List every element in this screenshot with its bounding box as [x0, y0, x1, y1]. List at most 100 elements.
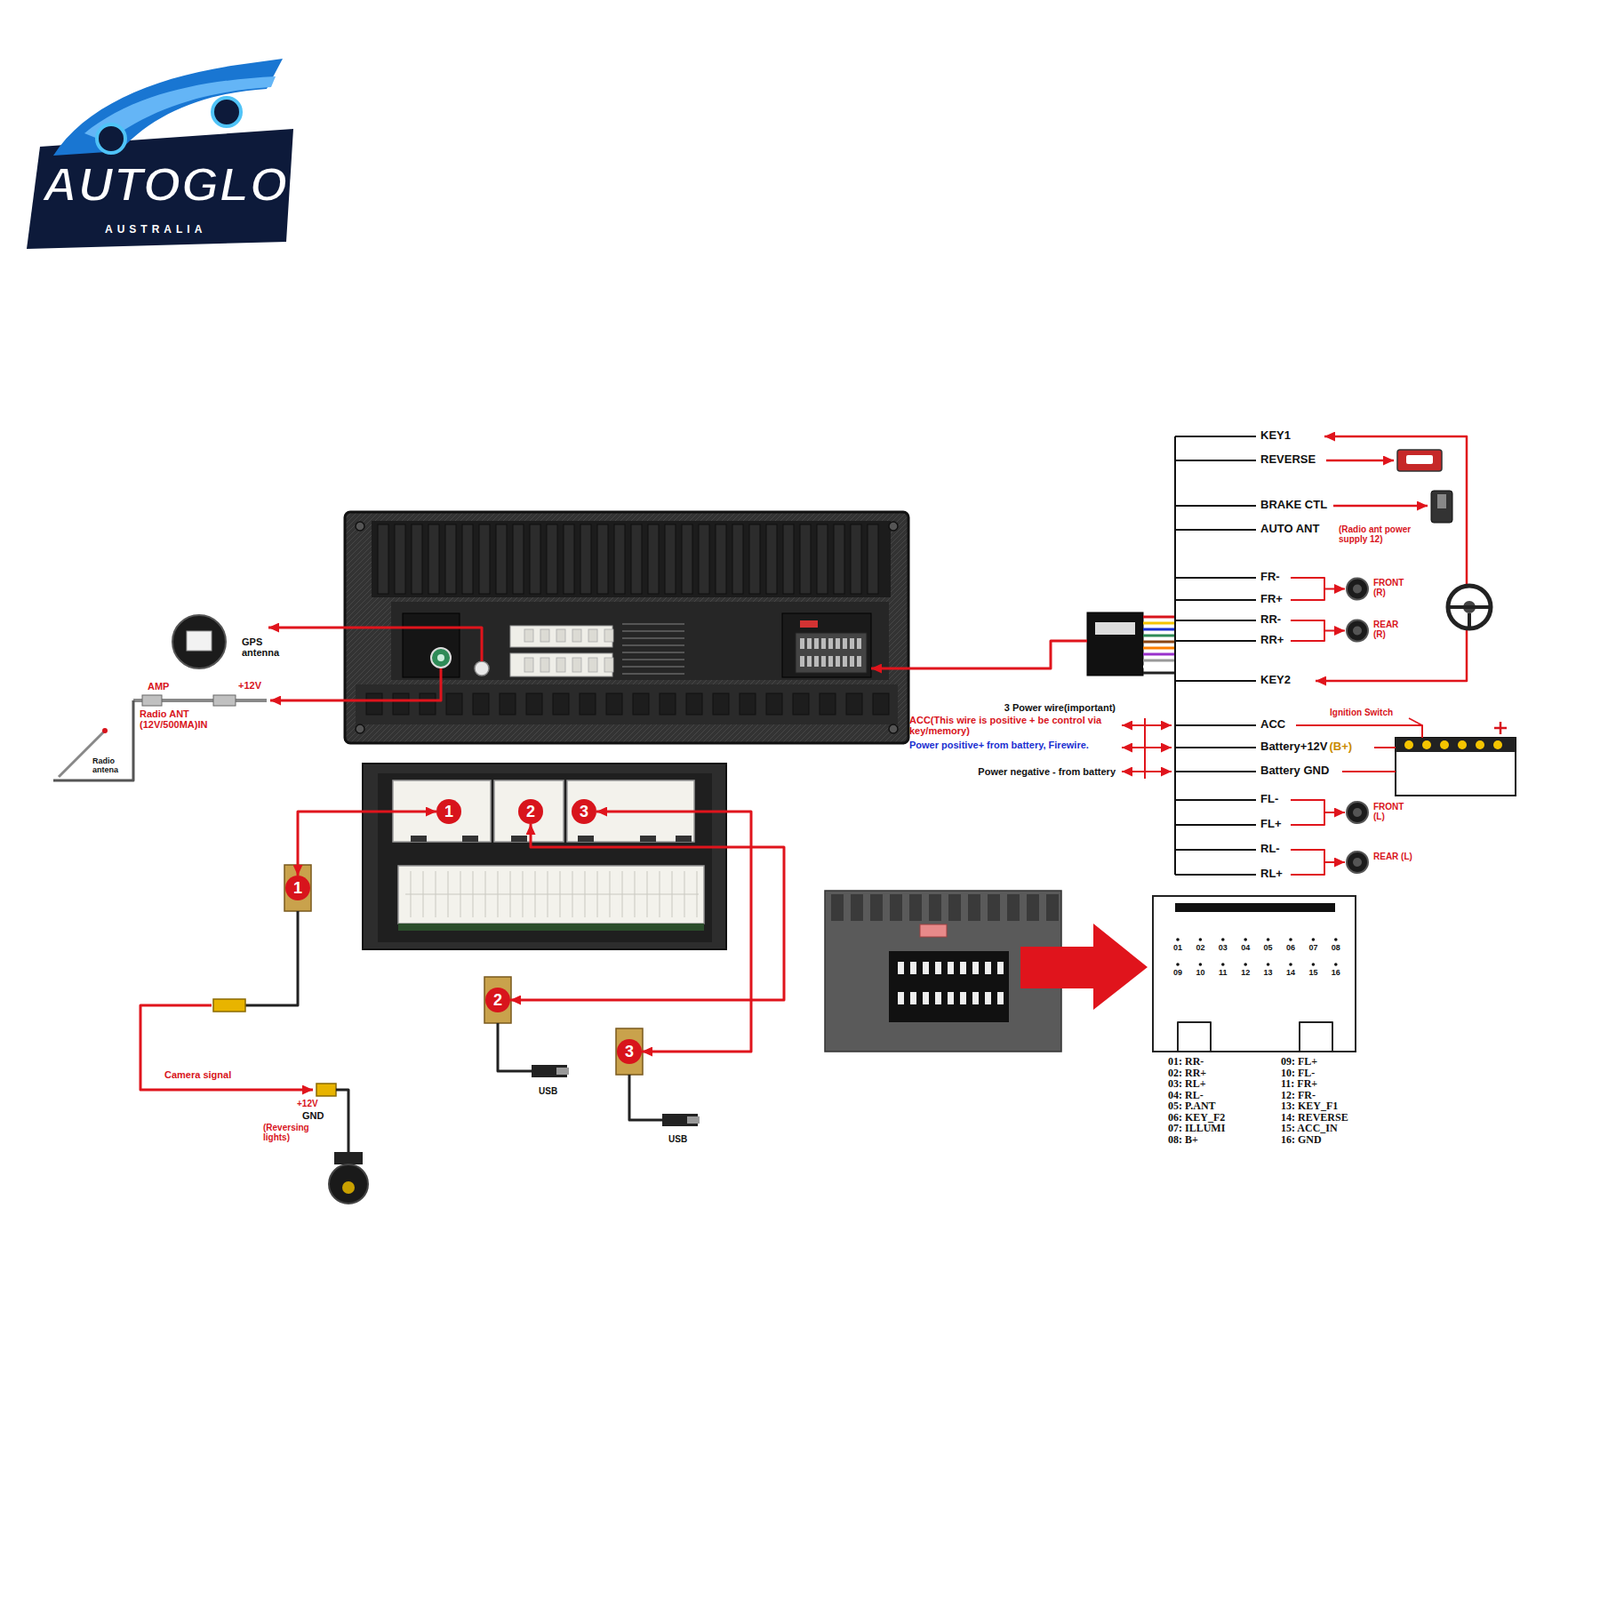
socket-pin: [821, 638, 826, 649]
wire-name: AUTO ANT: [1260, 522, 1320, 536]
connector-socket: [510, 653, 613, 677]
wire-name: RL+: [1260, 867, 1283, 880]
harness-branch: [1175, 724, 1256, 727]
harness-branch: [1175, 619, 1256, 622]
screw: [888, 724, 898, 734]
socket-photo-fin: [909, 894, 922, 921]
socket-photo-pin: [997, 961, 1004, 975]
socket-photo-pin: [910, 992, 917, 1005]
harness-branch: [1175, 848, 1256, 851]
pin-number: 12: [1240, 968, 1250, 978]
connector-latch: [675, 835, 692, 842]
pin-diagram-tab: [1177, 1022, 1211, 1052]
harness-wire: [1143, 634, 1176, 638]
socket-photo-pin: [897, 961, 904, 975]
pin-table-cell: 05: P.ANT: [1168, 1100, 1216, 1112]
key-wire: [1324, 436, 1467, 584]
socket-pin: [849, 638, 855, 649]
speaker-icon: [1352, 857, 1362, 867]
harness-branch: [1175, 770, 1256, 773]
wire-name: RR+: [1260, 633, 1284, 647]
pin-dot: [1199, 962, 1203, 967]
socket-pin: [828, 638, 833, 649]
pin-number: 14: [1286, 968, 1296, 978]
steering-wheel: [1448, 585, 1491, 629]
pin-number: 06: [1286, 944, 1296, 953]
callout-text: 2: [526, 803, 536, 820]
cooling-fin: [732, 524, 744, 594]
speaker-wire: [1290, 849, 1325, 875]
cooling-fin: [496, 524, 507, 594]
wire-name: FR+: [1260, 592, 1283, 606]
connector-latch: [511, 835, 528, 842]
fin-area: [371, 520, 891, 598]
socket-pin: [842, 638, 848, 649]
harness-branch: [1175, 640, 1256, 642]
cable-plug: [142, 695, 162, 706]
cooling-fin: [529, 524, 541, 594]
socket-photo-pin: [984, 992, 992, 1005]
harness-branch: [1175, 435, 1256, 438]
wire-note: +12V: [296, 1098, 319, 1109]
radio-antenna-socket: [431, 648, 451, 668]
pin-dot: [1312, 962, 1316, 967]
pin-table-cell: 12: FR-: [1280, 1089, 1316, 1102]
socket-photo-pin: [947, 992, 954, 1005]
socket-photo-pin: [935, 992, 942, 1005]
reverse-wire: [1326, 459, 1394, 463]
reverse-light-icon: [1406, 455, 1433, 464]
connector-slot: [556, 657, 566, 672]
heat-sink-line: [622, 658, 685, 661]
cable-3-plug: [616, 1028, 643, 1075]
wire-name: FR-: [1260, 570, 1280, 584]
harness-wire: [1143, 653, 1176, 656]
pin-diagram-bar: [1175, 903, 1336, 912]
battery-cell: [1457, 740, 1467, 750]
wire-name: Battery GND: [1260, 764, 1329, 777]
callout-number: 1: [285, 875, 311, 901]
wire-note: Power positive+ from battery, Firewire.: [909, 739, 1116, 751]
pin-table-cell: 03: RL+: [1168, 1078, 1207, 1090]
pin-number: 16: [1331, 968, 1341, 978]
wire-name: KEY2: [1260, 673, 1291, 687]
pointer-arrow: [1020, 923, 1148, 1010]
cooling-fin: [850, 524, 862, 594]
cooling-fin: [816, 524, 828, 594]
pin-dot: [1334, 937, 1338, 942]
heat-sink-line: [622, 651, 685, 654]
gps-socket: [474, 661, 489, 676]
heat-sink-line: [622, 623, 685, 625]
connector-latch: [462, 835, 479, 842]
harness-branch: [1175, 459, 1256, 462]
cooling-fin: [428, 524, 440, 594]
pin-table-cell: 13: KEY_F1: [1280, 1100, 1338, 1112]
connector-slot: [588, 657, 598, 672]
pin-dot: [1176, 962, 1180, 967]
cooling-fin: [411, 524, 423, 594]
vent-slot: [686, 693, 703, 715]
harness-wire: [1143, 628, 1176, 632]
harness-branch: [1175, 528, 1256, 531]
socket-photo-fuse: [920, 924, 947, 937]
camera-mount: [334, 1152, 363, 1165]
pin-dot: [1221, 962, 1225, 967]
vent-slot: [792, 693, 809, 715]
socket-pin: [814, 638, 819, 649]
harness-branch: [1175, 824, 1256, 826]
vent-slot: [499, 693, 516, 715]
cooling-fin: [698, 524, 710, 594]
power-pointer: [1121, 724, 1172, 727]
pin-table-cell: 02: RR+: [1168, 1067, 1207, 1080]
vent-slot: [579, 693, 596, 715]
cooling-fin: [800, 524, 811, 594]
vent-slot: [872, 693, 889, 715]
socket-pin: [856, 656, 862, 667]
pin-dot: [1221, 937, 1225, 942]
antenna-wire: [270, 668, 441, 701]
battery-plus-sign: [1494, 721, 1507, 735]
vent-slot: [712, 693, 729, 715]
connector-2: [494, 780, 564, 842]
speaker-icon: [1346, 801, 1368, 824]
wire-note: ACC(This wire is positive + be control v…: [909, 714, 1116, 736]
cooling-fin: [479, 524, 490, 594]
